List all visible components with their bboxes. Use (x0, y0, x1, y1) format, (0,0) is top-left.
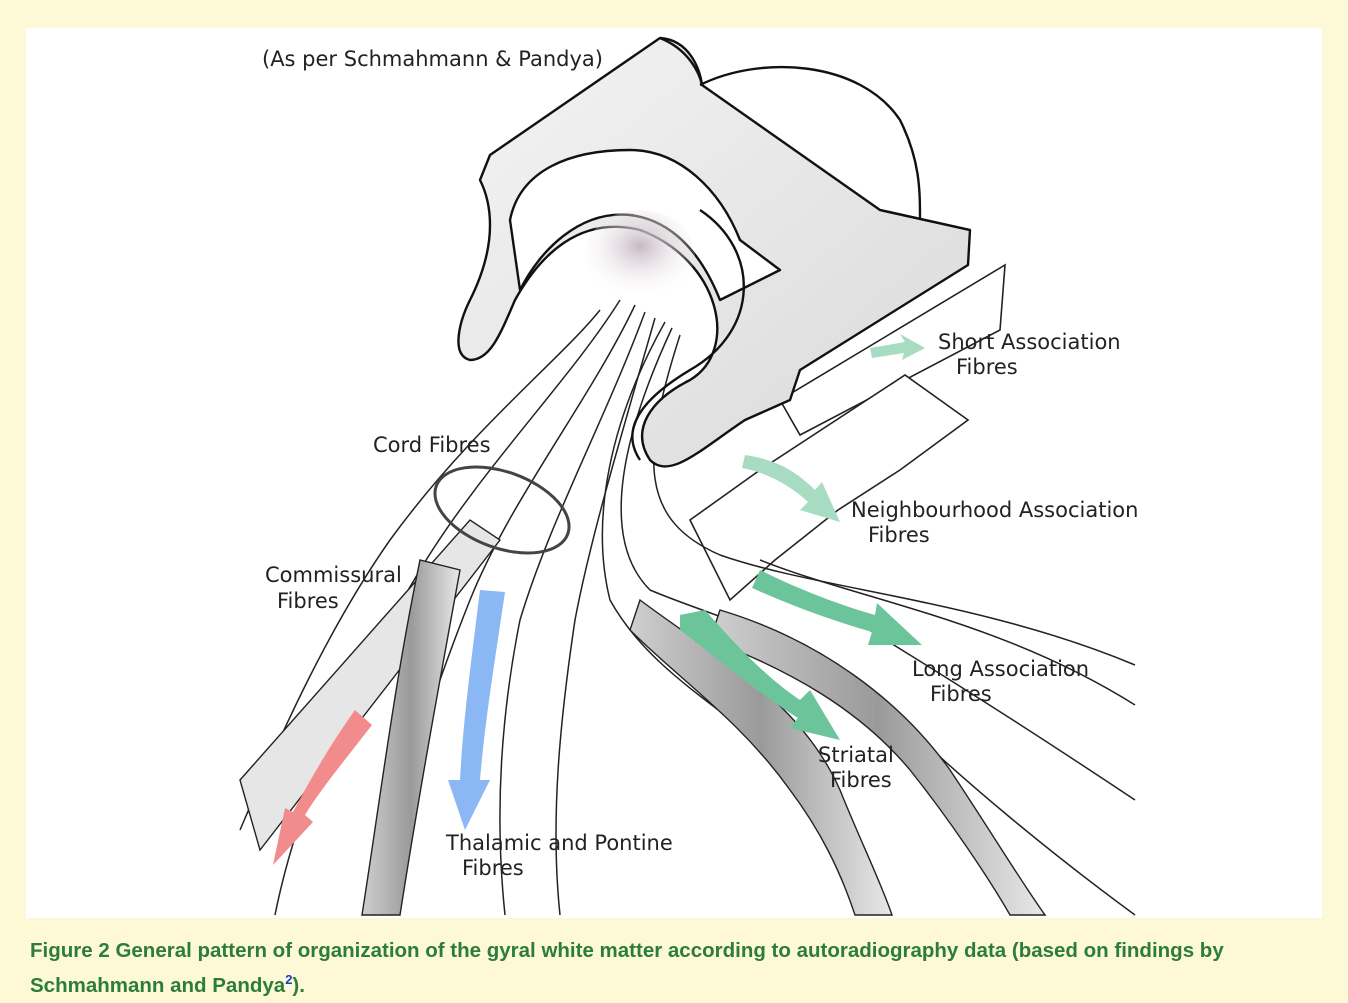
neighbourhood-association-label-line1: Neighbourhood Association (851, 497, 1138, 523)
striatal-label-line2: Fibres (830, 767, 892, 793)
cord-fibres-label: Cord Fibres (373, 432, 491, 458)
long-association-label-line1: Long Association (912, 656, 1089, 682)
long-association-label-line2: Fibres (930, 681, 992, 707)
attribution-label: (As per Schmahmann & Pandya) (262, 46, 603, 72)
caption-tail: ). (292, 974, 305, 997)
stippled-core (585, 210, 695, 300)
neighbourhood-association-label-line2: Fibres (868, 522, 930, 548)
thalamic-arrow (448, 590, 505, 830)
thalamic-pontine-label-line1: Thalamic and Pontine (446, 830, 673, 856)
thalamic-pontine-label-line2: Fibres (462, 855, 524, 881)
figure-caption: Figure 2 General pattern of organization… (30, 936, 1340, 1000)
commissural-label-line2: Fibres (277, 588, 339, 614)
short-association-label-line2: Fibres (956, 354, 1018, 380)
striatal-label-line1: Striatal (818, 742, 894, 768)
short-association-label-line1: Short Association (938, 329, 1121, 355)
caption-text: General pattern of organization of the g… (30, 939, 1224, 997)
commissural-label-line1: Commissural (265, 562, 402, 588)
caption-label: Figure 2 (30, 939, 110, 962)
